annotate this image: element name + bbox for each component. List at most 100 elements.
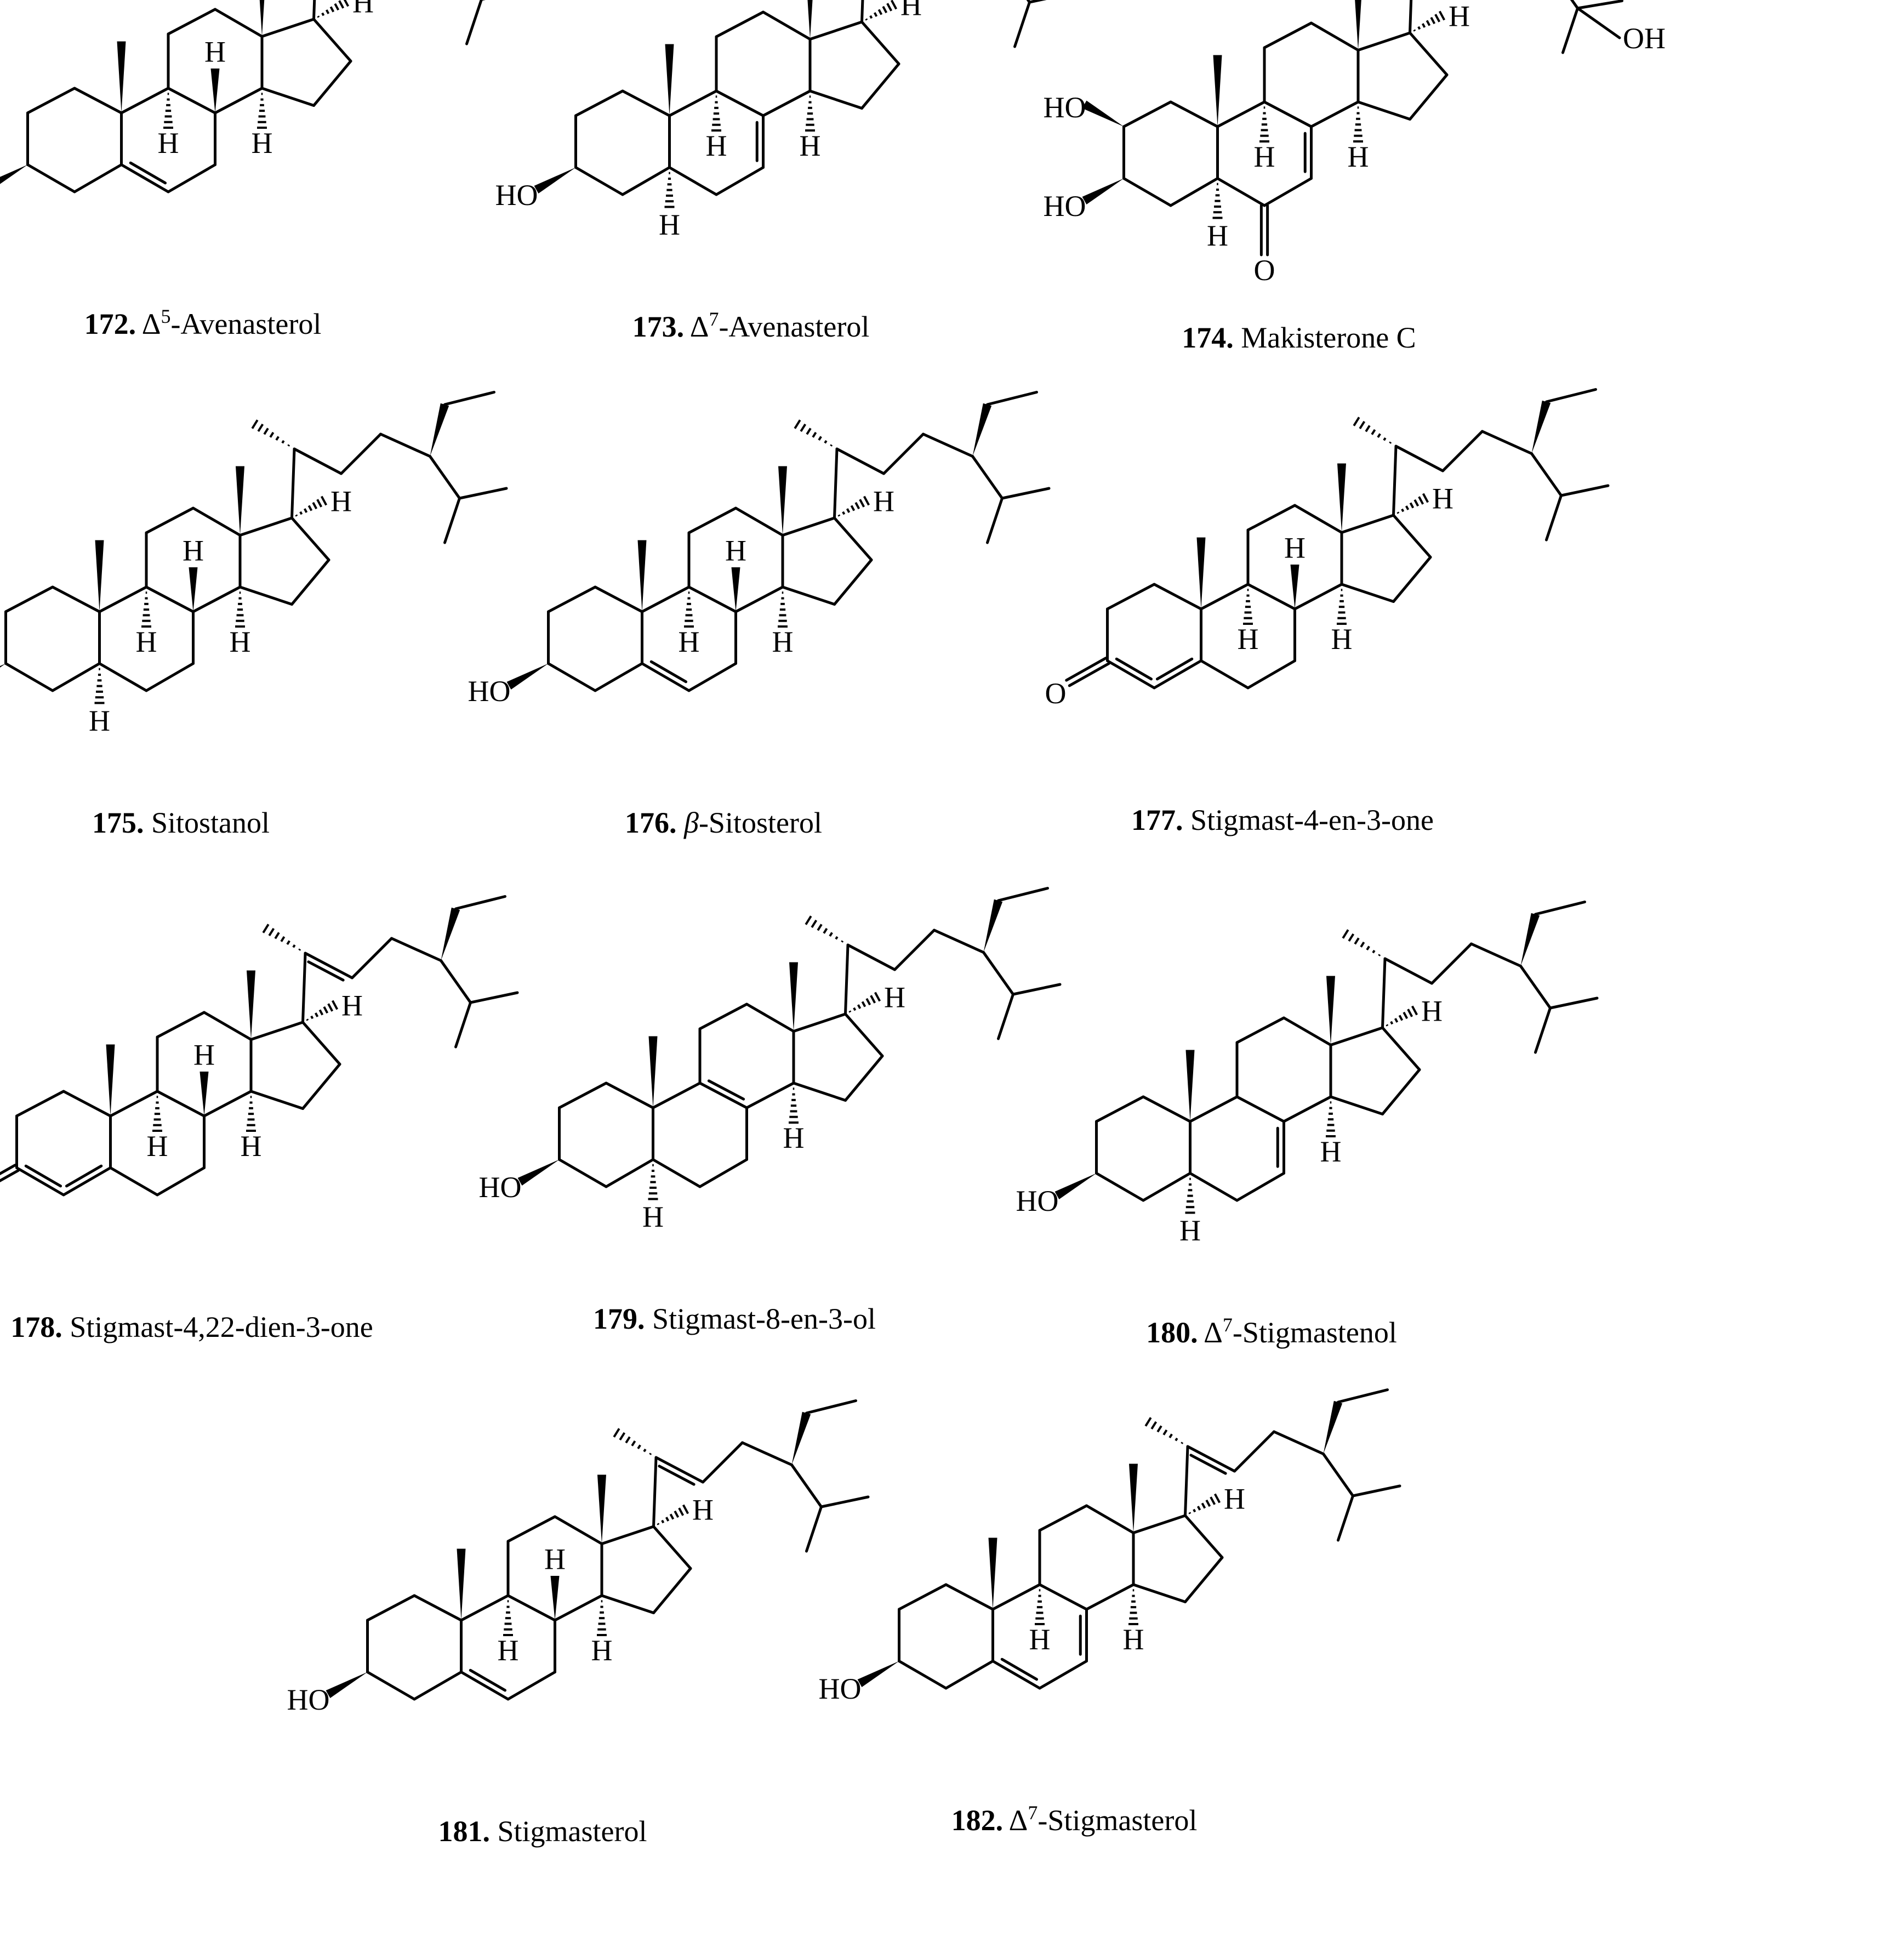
- caption-space: [1003, 1804, 1009, 1837]
- hash-stroke: [873, 12, 878, 17]
- hash-stroke: [890, 0, 898, 10]
- ring-d-bond: [792, 1012, 847, 1033]
- ring-d-bond: [260, 18, 315, 38]
- hash-stroke: [1403, 1011, 1409, 1020]
- c3-hydroxyl-wedge: [857, 1661, 899, 1687]
- c3-hydroxyl-wedge: [1082, 178, 1124, 204]
- c26-methyl-bond: [1012, 983, 1062, 996]
- caption-space: [645, 1302, 653, 1335]
- c24-ethyl-wedge: [1520, 913, 1540, 966]
- c23-c24-bond: [1273, 1430, 1325, 1455]
- hash-stroke: [257, 423, 264, 432]
- ring-a-bond: [621, 166, 671, 196]
- c3-hydroxyl-wedge: [517, 1159, 560, 1186]
- c14-hydrogen-hash: [778, 591, 788, 628]
- hash-stroke: [1354, 937, 1360, 945]
- hash-stroke: [817, 924, 823, 931]
- c18-methyl-wedge: [1337, 463, 1346, 533]
- ring-d-bond: [1340, 514, 1395, 534]
- c21-methyl-hash: [1342, 929, 1381, 956]
- ring-a-bond: [547, 662, 597, 692]
- c3-hydroxyl-label: HO: [479, 1171, 522, 1204]
- c8-hydrogen-label: H: [193, 1039, 215, 1072]
- ring-d-bond: [238, 516, 293, 537]
- c26-methyl-bond: [1028, 0, 1047, 4]
- c24-c25-bond: [982, 951, 1014, 996]
- c18-methyl-wedge: [789, 962, 798, 1032]
- ring-a-bond: [73, 87, 123, 115]
- c28-c29-bond: [1337, 1388, 1389, 1404]
- hash-stroke: [1162, 1429, 1168, 1436]
- ring-d-bond: [312, 18, 352, 62]
- hash-stroke: [325, 9, 330, 14]
- c26-methyl-bond: [458, 487, 508, 500]
- c24-c25-bond: [1530, 452, 1563, 497]
- hash-stroke: [329, 6, 335, 13]
- c5-hydrogen-label: H: [1179, 1214, 1201, 1247]
- caption-suffix: -Sitosterol: [699, 806, 822, 839]
- caption-suffix: -Stigmasterol: [1037, 1804, 1197, 1837]
- hash-stroke: [859, 499, 865, 508]
- c20-c22-bond: [835, 447, 885, 475]
- hash-stroke: [805, 915, 812, 925]
- c26-methyl-bond: [469, 991, 519, 1004]
- ring-a-bond: [621, 89, 671, 117]
- c3-carbonyl-bond: [0, 1169, 20, 1182]
- ring-a-bond: [1122, 177, 1172, 207]
- ring-b-bond: [698, 1158, 748, 1188]
- c23-c24-bond: [741, 1441, 793, 1466]
- c8-hydrogen-wedge: [210, 69, 220, 113]
- c14-hydrogen-hash: [805, 95, 815, 132]
- c3-hydroxyl-wedge: [534, 167, 576, 193]
- hash-stroke: [310, 1015, 314, 1020]
- c22-c23-bond: [702, 1441, 744, 1484]
- caption-space: [1198, 1316, 1204, 1349]
- double-bond-line: [129, 161, 167, 185]
- hash-stroke: [331, 1000, 339, 1010]
- caption-superscript: 7: [709, 308, 719, 330]
- ring-a-bond: [944, 1660, 994, 1690]
- ring-d-bond: [600, 1594, 655, 1614]
- hash-stroke: [318, 1009, 324, 1016]
- c5-hydrogen-label: H: [642, 1200, 664, 1233]
- ring-b-bond: [109, 1166, 159, 1197]
- caption-name: Δ: [1204, 1316, 1223, 1349]
- hash-stroke: [295, 514, 298, 517]
- c3-hydroxyl-label: HO: [287, 1683, 330, 1716]
- c19-methyl-wedge: [1196, 537, 1206, 609]
- c9-hydrogen-label: H: [158, 127, 179, 160]
- ring-c-bond: [192, 585, 242, 613]
- ring-a-bond: [1095, 1095, 1145, 1123]
- ring-a-bond: [51, 662, 101, 692]
- ring-c-bond: [745, 1081, 795, 1109]
- ring-b-bond: [652, 1158, 702, 1188]
- hash-stroke: [1175, 1437, 1178, 1442]
- c3-hydroxyl-wedge: [506, 663, 549, 690]
- ring-a-bond: [4, 662, 54, 692]
- ring-a-bond: [898, 1660, 948, 1690]
- c17-c20-bond: [652, 1456, 658, 1528]
- c26-methyl-bond: [1549, 996, 1599, 1010]
- c17-hydrogen-label: H: [1432, 482, 1453, 515]
- hash-stroke: [1156, 1425, 1162, 1433]
- hash-stroke: [1417, 26, 1421, 30]
- c27-methyl-bond: [1545, 494, 1563, 542]
- hash-stroke: [865, 998, 871, 1006]
- compound-172: HOHHHH172. Δ5-Avenasterol: [0, 0, 486, 340]
- ring-d-bond: [249, 1021, 304, 1041]
- c8-hydrogen-label: H: [1284, 532, 1306, 565]
- c19-methyl-wedge: [648, 1036, 658, 1108]
- c14-hydrogen-hash: [246, 1096, 256, 1132]
- hash-stroke: [637, 1444, 641, 1450]
- ring-b-bond: [156, 1090, 206, 1118]
- c14-hydrogen-label: H: [591, 1634, 613, 1667]
- compound-178: OHHHH178. Stigmast-4,22-dien-3-one: [0, 895, 519, 1343]
- hash-stroke: [1371, 429, 1376, 435]
- ring-c-bond: [1310, 100, 1360, 128]
- hash-stroke: [1411, 1005, 1418, 1016]
- c18-methyl-wedge: [1129, 1463, 1138, 1533]
- ring-b-bond: [109, 1090, 159, 1118]
- hash-stroke: [811, 919, 818, 929]
